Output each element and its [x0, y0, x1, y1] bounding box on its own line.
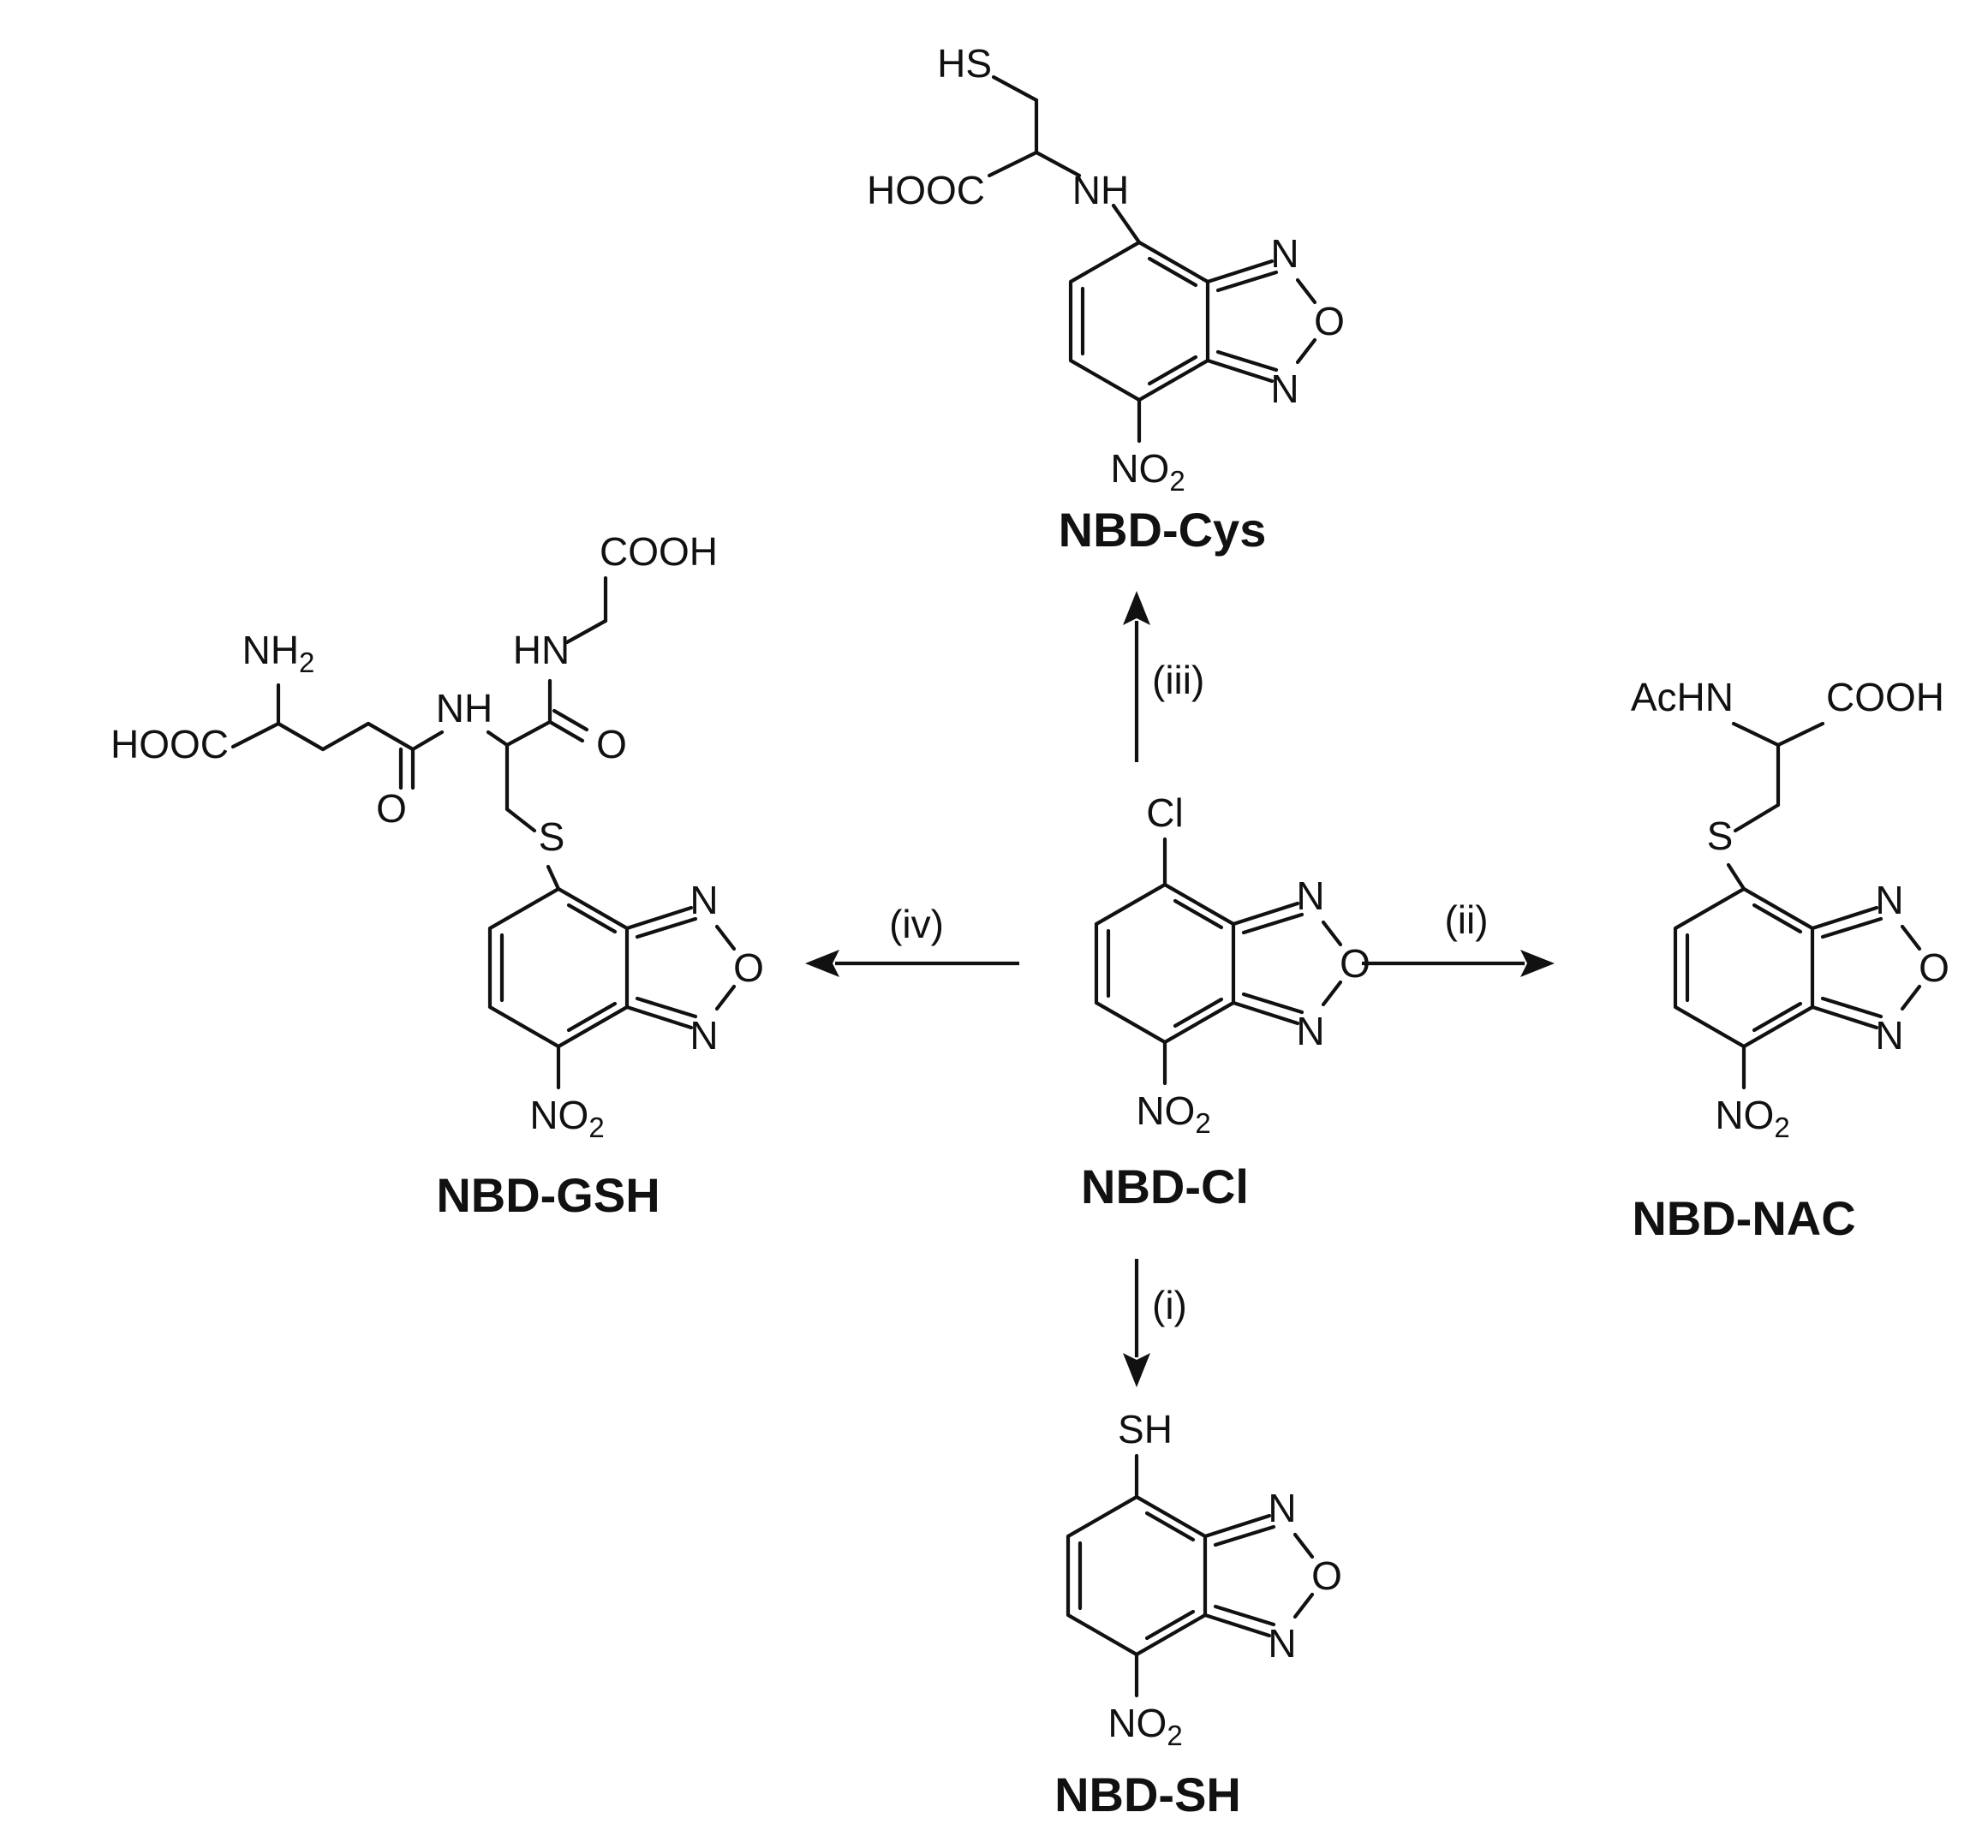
ring-nitrogen-top: N	[690, 878, 718, 922]
benzoxadiazole-ring: N O N	[1094, 873, 1370, 1053]
compound-nbd-cys: N O N NO2 NH HOOC HS	[867, 41, 1345, 497]
ring-nitrogen-bottom: N	[1296, 1009, 1324, 1053]
nitro-label: NO2	[1136, 1088, 1210, 1139]
carboxyl-label: COOH	[1826, 675, 1944, 719]
nitro-label: NO2	[1110, 446, 1185, 497]
nitro-label: NO2	[1715, 1093, 1789, 1143]
thioether-label: S	[1707, 814, 1734, 858]
compound-name-nbd-cys: NBD-Cys	[1059, 503, 1267, 557]
ring-oxygen: O	[1314, 299, 1345, 343]
ring-nitrogen-top: N	[1875, 878, 1903, 922]
compound-name-nbd-nac: NBD-NAC	[1632, 1191, 1855, 1245]
benzoxadiazole-ring: N O N	[1068, 231, 1345, 411]
ring-nitrogen-top: N	[1268, 1486, 1296, 1530]
carbonyl-oxygen-left: O	[376, 786, 407, 831]
acetamido-label: AcHN	[1631, 675, 1734, 719]
chloro-label: Cl	[1146, 790, 1183, 835]
nitro-label: NO2	[529, 1093, 604, 1143]
amine-label: NH	[1072, 168, 1129, 212]
glycine-carboxyl-label: COOH	[600, 529, 718, 574]
compound-nbd-cl: N O N Cl NO2	[1094, 790, 1370, 1139]
compound-name-nbd-sh: NBD-SH	[1054, 1768, 1241, 1821]
amide-nh-label: NH	[436, 686, 493, 730]
benzoxadiazole-ring: N O N	[487, 878, 764, 1058]
condition-label-ii: (ii)	[1444, 897, 1488, 942]
ring-nitrogen-bottom: N	[690, 1013, 718, 1058]
condition-label-iv: (iv)	[889, 902, 944, 946]
benzoxadiazole-ring: N O N	[1673, 878, 1949, 1058]
ring-nitrogen-top: N	[1270, 231, 1298, 276]
ring-nitrogen-bottom: N	[1875, 1013, 1903, 1058]
carboxyl-label: HOOC	[867, 168, 985, 212]
glycine-nh-label: HN	[513, 628, 570, 672]
condition-label-i: (i)	[1152, 1283, 1187, 1327]
compound-name-nbd-gsh: NBD-GSH	[436, 1168, 660, 1222]
compound-nbd-sh: N O N SH NO2	[1066, 1407, 1342, 1751]
reaction-arrow-ii: (ii)	[1362, 897, 1555, 977]
benzoxadiazole-ring: N O N	[1066, 1486, 1342, 1666]
thiol-label: HS	[937, 41, 992, 86]
compound-name-nbd-cl: NBD-Cl	[1081, 1159, 1249, 1213]
thiol-label: SH	[1118, 1407, 1173, 1452]
condition-label-iii: (iii)	[1152, 658, 1204, 702]
amino-label: NH2	[242, 628, 315, 678]
carboxyl-label: HOOC	[110, 722, 229, 766]
ring-oxygen: O	[733, 945, 764, 990]
nitro-label: NO2	[1107, 1701, 1182, 1751]
ring-nitrogen-bottom: N	[1270, 367, 1298, 411]
reaction-arrow-iii: (iii)	[1123, 591, 1204, 762]
ring-oxygen: O	[1919, 945, 1949, 990]
ring-oxygen: O	[1311, 1553, 1342, 1598]
reaction-arrow-i: (i)	[1123, 1259, 1187, 1387]
reaction-arrow-iv: (iv)	[805, 902, 1019, 977]
carbonyl-oxygen-right: O	[596, 722, 627, 766]
compound-nbd-nac: N O N NO2 S AcHN COOH	[1631, 675, 1949, 1143]
compound-nbd-gsh: N O N NO2 S NH O HN COOH O NH2 H	[110, 529, 764, 1143]
ring-nitrogen-top: N	[1296, 873, 1324, 918]
ring-nitrogen-bottom: N	[1268, 1621, 1296, 1666]
thioether-label: S	[539, 814, 565, 859]
